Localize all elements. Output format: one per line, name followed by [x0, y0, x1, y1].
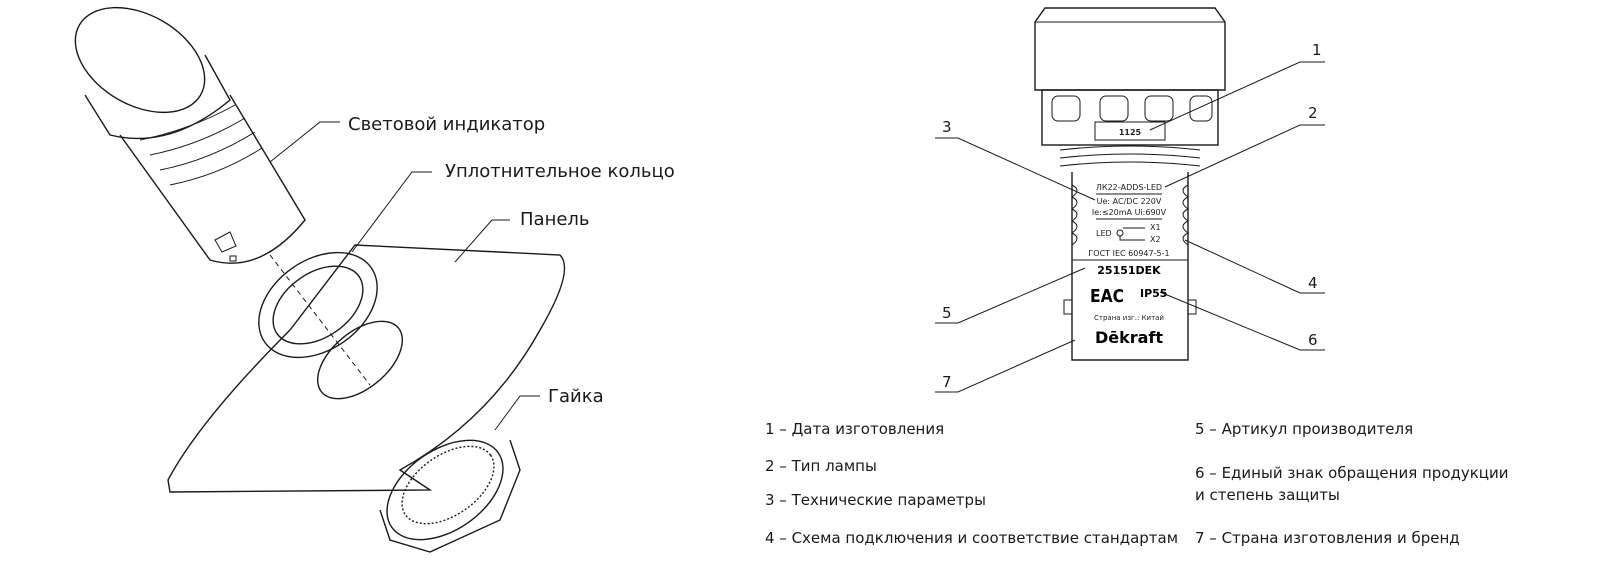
country-label: Страна изг.: Китай	[1094, 314, 1164, 322]
marker-1: 1	[1312, 41, 1322, 59]
led-label: LED	[1096, 229, 1112, 238]
legend-item-5: 5 – Артикул производителя	[1195, 420, 1414, 438]
callout-panel: Панель	[520, 209, 590, 230]
lamp-type: ЛК22-ADDS-LED	[1096, 183, 1162, 192]
brand-logo: Dēkraft	[1095, 328, 1163, 347]
x2-label: X2	[1150, 235, 1161, 244]
indicator-illustration	[74, 6, 306, 264]
marker-5: 5	[942, 304, 952, 322]
params-line2: Ie:≤20mA Ui:690V	[1092, 208, 1167, 217]
panel-illustration	[167, 244, 566, 493]
eac-logo: EAC	[1090, 286, 1124, 307]
legend-item-7: 7 – Страна изготовления и бренд	[1195, 529, 1460, 547]
marker-leaders	[935, 61, 1325, 393]
legend-item-3: 3 – Технические параметры	[765, 491, 986, 509]
x1-label: X1	[1150, 223, 1161, 232]
date-code: 1125	[1119, 128, 1142, 137]
marker-2: 2	[1308, 104, 1318, 122]
leader-indicator	[269, 121, 340, 163]
device-drawing: 1125 ЛК22-ADDS-LED Ue: AC/DC 220V Ie:≤20…	[1034, 7, 1226, 361]
legend-item-6: 6 – Единый знак обращения продукции и ст…	[1195, 464, 1509, 504]
leader-nut	[494, 395, 540, 431]
article-label: 25151DEK	[1097, 264, 1161, 277]
axis-line	[269, 254, 371, 386]
callout-nut: Гайка	[548, 386, 604, 407]
legend-item-4: 4 – Схема подключения и соответствие ста…	[765, 529, 1179, 547]
legend-item-1: 1 – Дата изготовления	[765, 420, 945, 438]
marker-3: 3	[942, 118, 952, 136]
legend-item-2: 2 – Тип лампы	[765, 457, 877, 475]
marker-7: 7	[942, 373, 952, 391]
callout-seal: Уплотнительное кольцо	[445, 161, 675, 182]
nut-illustration	[379, 439, 521, 553]
marker-6: 6	[1308, 331, 1318, 349]
params-line1: Ue: AC/DC 220V	[1097, 197, 1162, 206]
seal-ring-illustration	[258, 251, 378, 359]
leader-seal	[351, 171, 432, 253]
standard-label: ГОСТ IEC 60947-5-1	[1088, 249, 1169, 258]
ip-label: IP55	[1140, 287, 1167, 300]
marker-4: 4	[1308, 274, 1318, 292]
callout-indicator: Световой индикатор	[348, 114, 545, 135]
leader-panel	[454, 219, 510, 263]
